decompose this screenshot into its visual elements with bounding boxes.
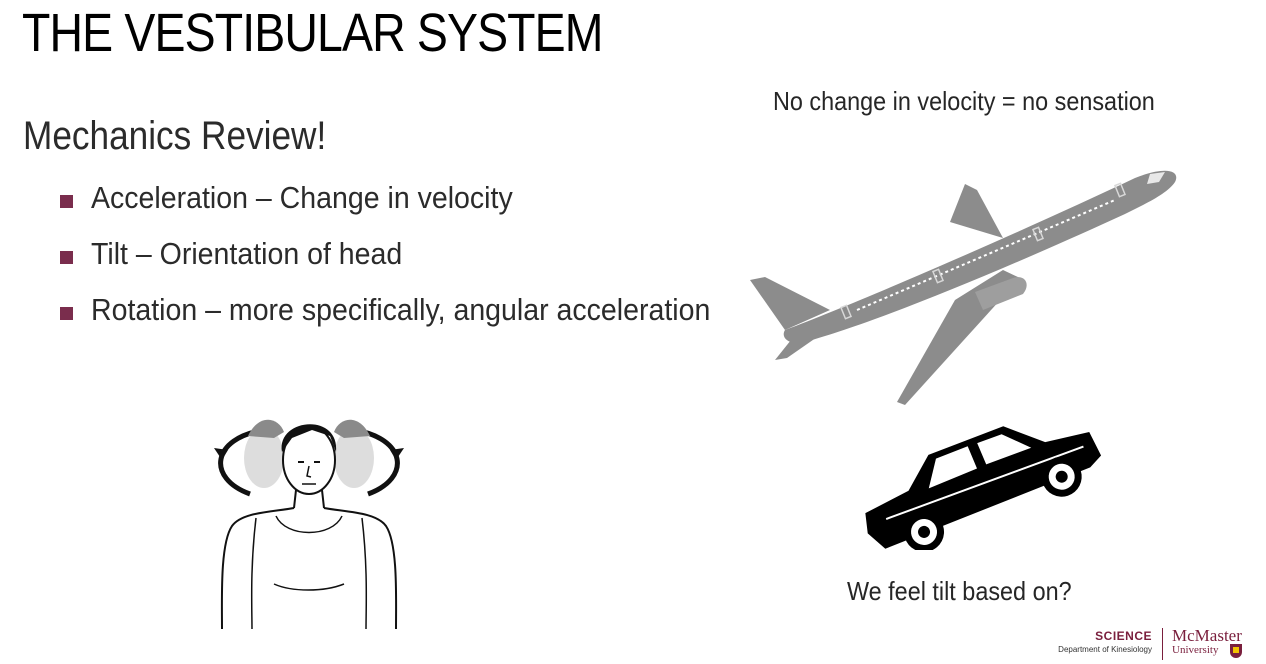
bullet-text: Rotation – more specifically, angular ac… (91, 292, 711, 327)
logo-divider (1162, 628, 1163, 660)
university-subname: University (1172, 644, 1219, 656)
bullet-marker-icon (60, 251, 73, 264)
mcmaster-science-logo: SCIENCE Department of Kinesiology McMast… (1058, 626, 1262, 662)
slide-title: THE VESTIBULAR SYSTEM (22, 3, 603, 63)
airplane-icon (750, 170, 1177, 405)
department-name: Department of Kinesiology (1058, 645, 1152, 654)
slide-subtitle: Mechanics Review! (23, 114, 327, 158)
car-icon (865, 426, 1102, 550)
bullet-marker-icon (60, 307, 73, 320)
rotating-head-person-icon (212, 419, 407, 631)
bullet-text: Acceleration – Change in velocity (91, 180, 513, 215)
crest-icon (1230, 644, 1242, 658)
faculty-name: SCIENCE (1095, 629, 1152, 643)
velocity-note: No change in velocity = no sensation (773, 86, 1155, 116)
bullet-text: Tilt – Orientation of head (91, 236, 403, 271)
bullet-marker-icon (60, 195, 73, 208)
tilt-question: We feel tilt based on? (847, 576, 1072, 606)
university-name: McMaster (1172, 626, 1242, 645)
